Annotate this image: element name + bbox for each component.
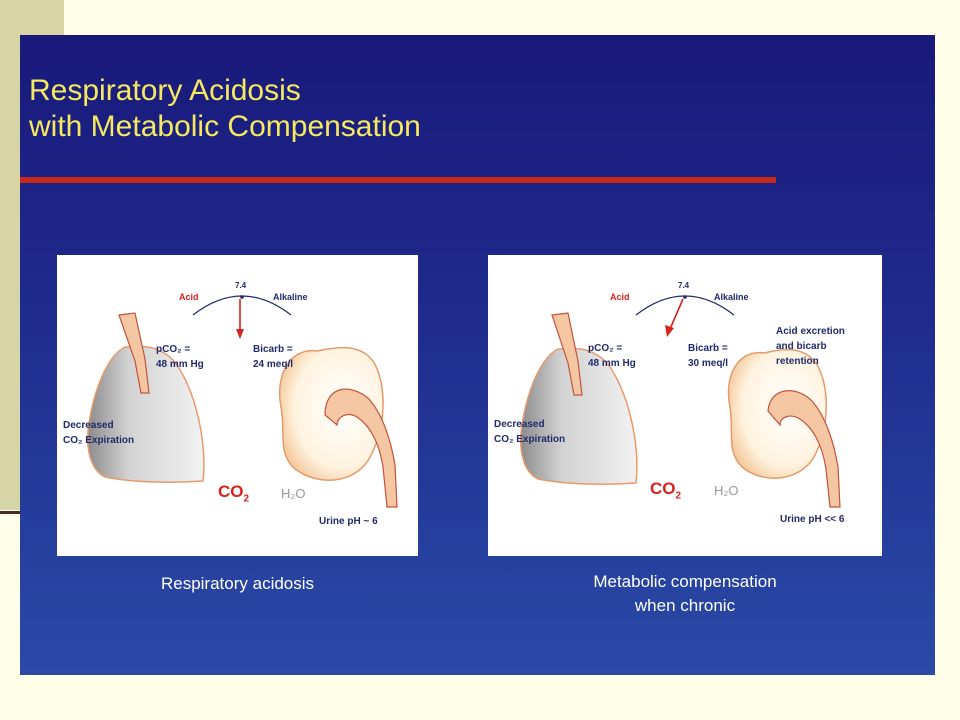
- bicarb-label-line-2: 24 meq/l: [253, 359, 294, 370]
- co2-label: CO2: [650, 479, 681, 501]
- bicarb-label: Bicarb = 30 meq/l: [688, 341, 728, 371]
- kidney-compensation-label: Acid excretion and bicarb retention: [776, 324, 845, 369]
- ph-neutral-dot: [240, 295, 244, 299]
- ph-neutral-dot: [683, 295, 687, 299]
- co2-label-text: CO: [218, 482, 244, 501]
- ph-acid-label: Acid: [179, 292, 199, 302]
- co2-label: CO2: [218, 482, 249, 504]
- caption-metabolic-compensation-line-2: when chronic: [634, 596, 736, 615]
- panel-respiratory-acidosis: Acid 7.4 Alkaline pCO₂ = 48 mm Hg Bicarb…: [57, 255, 418, 556]
- bicarb-label-line-1: Bicarb =: [253, 344, 293, 355]
- ureter-shape: [767, 390, 841, 508]
- pco2-label: pCO₂ = 48 mm Hg: [588, 341, 636, 371]
- slide-title: Respiratory Acidosis with Metabolic Comp…: [29, 73, 421, 145]
- lung-label-line-1: Decreased: [63, 420, 114, 431]
- metabolic-compensation-illustration: [520, 295, 841, 508]
- trachea-shape: [551, 312, 583, 396]
- kidney-compensation-line-3: retention: [776, 356, 819, 367]
- trachea-shape: [118, 312, 150, 394]
- co2-label-text: CO: [650, 479, 676, 498]
- lung-label: Decreased CO₂ Expiration: [63, 418, 134, 448]
- ph-neutral-label: 7.4: [235, 281, 247, 290]
- slide: Respiratory Acidosis with Metabolic Comp…: [20, 35, 935, 675]
- ph-needle-arrowhead: [665, 325, 674, 337]
- slide-title-line-2: with Metabolic Compensation: [29, 110, 421, 143]
- kidney-compensation-line-1: Acid excretion: [776, 326, 845, 337]
- panel-metabolic-compensation: Acid 7.4 Alkaline pCO₂ = 48 mm Hg Bicarb…: [488, 255, 882, 556]
- ph-alkaline-label: Alkaline: [273, 292, 308, 302]
- slide-title-line-1: Respiratory Acidosis: [29, 74, 301, 107]
- respiratory-acidosis-illustration: [87, 295, 398, 508]
- lung-label-line-2: CO₂ Expiration: [494, 434, 566, 445]
- h2o-label: H₂O: [714, 483, 739, 498]
- urine-ph-label: Urine pH ~ 6: [319, 516, 378, 527]
- lung-shape: [87, 345, 205, 483]
- pco2-label: pCO₂ = 48 mm Hg: [156, 342, 204, 372]
- co2-label-subscript: 2: [243, 493, 250, 505]
- pco2-label-line-2: 48 mm Hg: [588, 358, 636, 369]
- h2o-label: H₂O: [281, 486, 306, 501]
- caption-metabolic-compensation-line-1: Metabolic compensation: [593, 572, 777, 591]
- bicarb-label-line-1: Bicarb =: [688, 343, 728, 354]
- lung-shape: [520, 347, 638, 485]
- bicarb-label: Bicarb = 24 meq/l: [253, 342, 293, 372]
- pco2-label-line-1: pCO₂ =: [588, 343, 623, 354]
- co2-label-subscript: 2: [675, 490, 682, 502]
- lung-label-line-1: Decreased: [494, 419, 545, 430]
- ureter-shape: [324, 388, 398, 508]
- ph-needle-arrowhead: [236, 329, 244, 339]
- ph-acid-label: Acid: [610, 292, 630, 302]
- lung-label: Decreased CO₂ Expiration: [494, 417, 565, 447]
- bicarb-label-line-2: 30 meq/l: [688, 358, 729, 369]
- urine-ph-label: Urine pH << 6: [780, 514, 845, 525]
- caption-metabolic-compensation: Metabolic compensation when chronic: [488, 570, 882, 618]
- ph-neutral-label: 7.4: [678, 281, 690, 290]
- caption-respiratory-acidosis: Respiratory acidosis: [57, 572, 418, 596]
- ph-alkaline-label: Alkaline: [714, 292, 749, 302]
- caption-respiratory-acidosis-line-1: Respiratory acidosis: [160, 574, 315, 593]
- kidney-compensation-line-2: and bicarb: [776, 341, 827, 352]
- title-underline: [20, 177, 776, 183]
- pco2-label-line-1: pCO₂ =: [156, 344, 191, 355]
- pco2-label-line-2: 48 mm Hg: [156, 359, 204, 370]
- ph-needle-shaft: [669, 298, 684, 330]
- left-divider-line: [0, 511, 20, 514]
- lung-label-line-2: CO₂ Expiration: [63, 435, 135, 446]
